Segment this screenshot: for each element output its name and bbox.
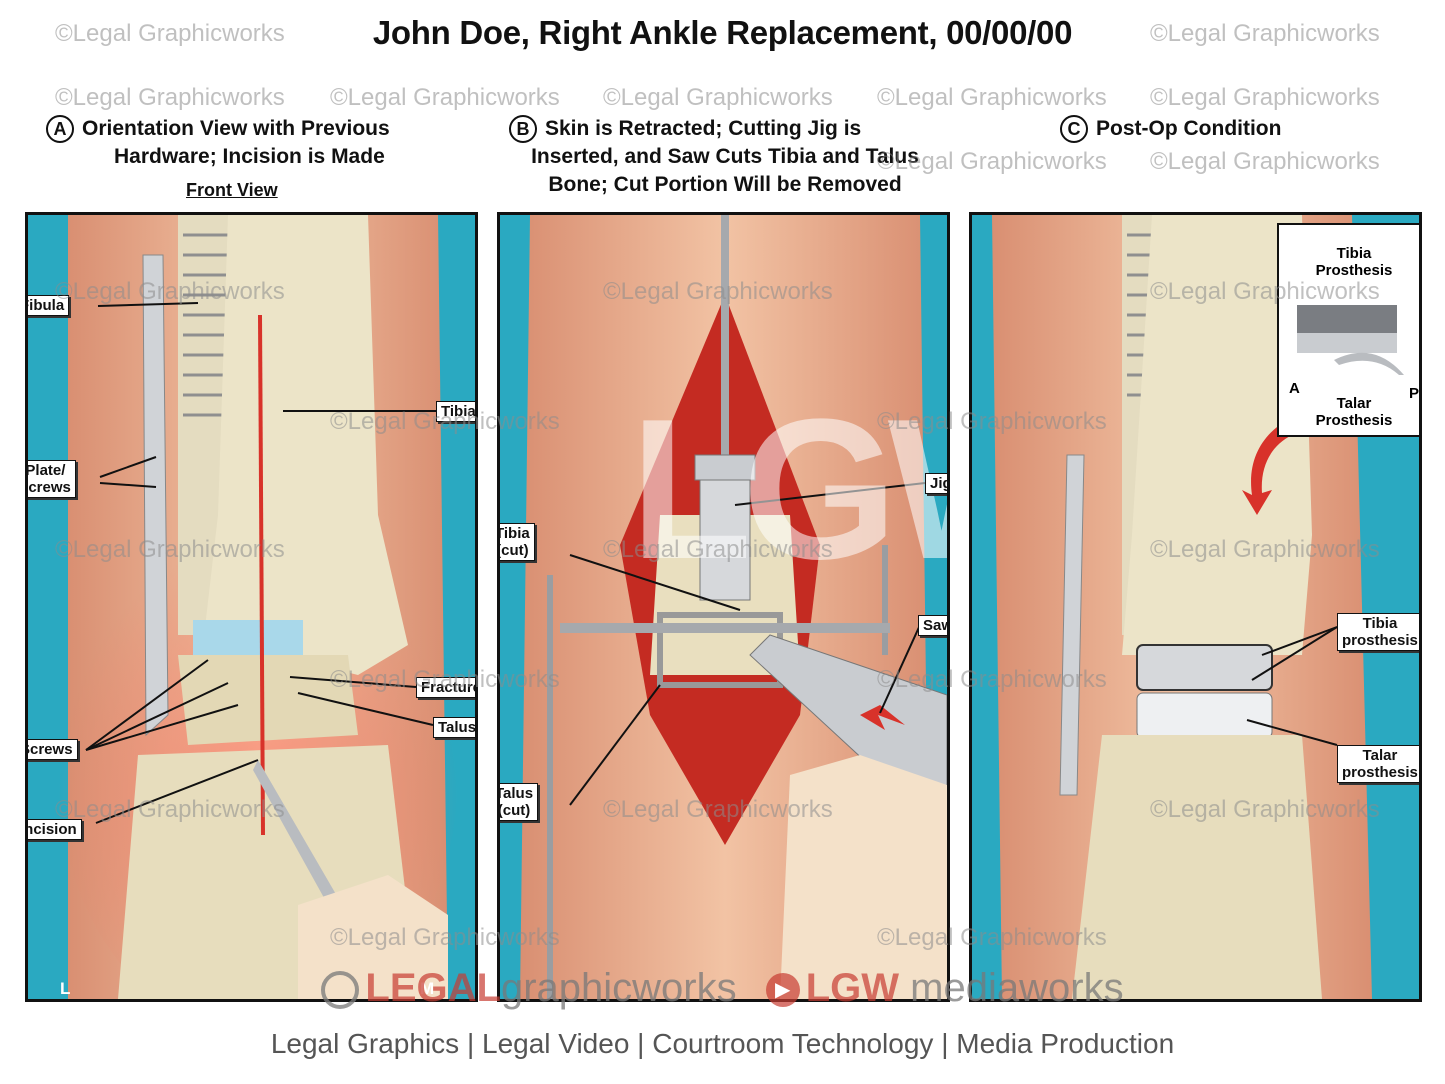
footer-brand-mediaworks: mediaworks bbox=[910, 966, 1124, 1010]
label-saw: Saw bbox=[918, 615, 947, 636]
label-tibia-cut: Tibia (cut) bbox=[497, 523, 535, 561]
watermark: ©Legal Graphicworks bbox=[1150, 148, 1380, 175]
label-tibia-prosthesis-line2: prosthesis bbox=[1342, 632, 1418, 649]
footer-brand-graphicworks: graphicworks bbox=[500, 966, 737, 1010]
panel-a-letter: A bbox=[46, 115, 74, 144]
label-talus-cut-line2: (cut) bbox=[497, 802, 531, 819]
panel-b-heading-line1: Skin is Retracted; Cutting Jig is bbox=[545, 117, 862, 140]
inset-talar-label-line2: Prosthesis bbox=[1315, 412, 1393, 429]
label-talar-prosthesis-line2: prosthesis bbox=[1342, 764, 1418, 781]
panel-b-heading-line2: Inserted, and Saw Cuts Tibia and Talus bbox=[531, 145, 919, 169]
inset-talar-label: Talar Prosthesis bbox=[1279, 395, 1419, 429]
panel-a-illustration: Fibula Tibia Plate/ screws Fracture Talu… bbox=[25, 212, 478, 1002]
panel-a-subheading: Front View bbox=[186, 180, 278, 200]
panel-b-heading-line3: Bone; Cut Portion Will be Removed bbox=[548, 173, 902, 197]
panel-a-heading: A Orientation View with Previous Hardware… bbox=[46, 115, 466, 171]
panel-b-heading: B Skin is Retracted; Cutting Jig is Inser… bbox=[505, 115, 945, 199]
label-talus-cut: Talus (cut) bbox=[497, 783, 539, 821]
fibula-plate bbox=[1059, 454, 1085, 796]
inset-posterior-label: P bbox=[1409, 385, 1420, 402]
inset-poly-insert bbox=[1297, 333, 1397, 353]
label-talar-prosthesis-line1: Talar bbox=[1362, 747, 1398, 764]
tibia-prosthesis bbox=[1136, 644, 1273, 691]
inset-anterior-label: A bbox=[1289, 380, 1300, 397]
label-plate-screws-line2: screws bbox=[25, 479, 71, 496]
footer-brand-lgw: LGW bbox=[805, 966, 900, 1010]
panel-a-leader-lines bbox=[85, 302, 436, 824]
label-fibula: Fibula bbox=[28, 295, 70, 316]
panel-a-heading-line2: Hardware; Incision is Made bbox=[114, 145, 385, 169]
label-tibia-prosthesis-line1: Tibia bbox=[1362, 615, 1398, 632]
label-jig: Jig bbox=[925, 473, 947, 494]
retractor-bar bbox=[560, 623, 890, 633]
panel-c-letter: C bbox=[1060, 115, 1088, 144]
label-plate-screws-line1: Plate/ bbox=[25, 462, 66, 479]
label-screws: Screws bbox=[28, 739, 78, 760]
inset-tibia-label-line1: Tibia bbox=[1336, 245, 1372, 262]
footer-tagline: Legal Graphics | Legal Video | Courtroom… bbox=[270, 1028, 1175, 1059]
talus-bone bbox=[178, 655, 358, 745]
inset-drawing bbox=[1297, 305, 1404, 375]
watermark: ©Legal Graphicworks bbox=[877, 84, 1107, 111]
panel-b-drawing bbox=[500, 215, 947, 999]
panel-c-leader-lines bbox=[1246, 626, 1338, 746]
panel-c-heading: C Post-Op Condition bbox=[1060, 115, 1282, 144]
footer-brand-legal: LEGAL bbox=[365, 966, 501, 1010]
inset-talar-dome bbox=[1334, 352, 1404, 375]
rotation-arrow bbox=[1242, 420, 1292, 515]
gloved-hand bbox=[298, 875, 448, 999]
panel-c-illustration: Tibia Prosthesis A P Talar Prosthesis Ti… bbox=[969, 212, 1422, 1002]
label-incision: Incision bbox=[28, 819, 82, 840]
ankle-joint-space bbox=[193, 620, 303, 660]
label-plate-screws: Plate/ screws bbox=[25, 460, 76, 498]
label-tibia-prosthesis: Tibia prosthesis bbox=[1337, 613, 1419, 651]
scalpel bbox=[253, 760, 348, 923]
foot-bones bbox=[1072, 735, 1322, 999]
watermark: ©Legal Graphicworks bbox=[55, 84, 285, 111]
gloved-hand bbox=[780, 755, 947, 999]
jig-head bbox=[694, 454, 756, 481]
label-tibia-cut-line1: Tibia bbox=[497, 525, 530, 542]
watermark: ©Legal Graphicworks bbox=[603, 84, 833, 111]
panel-b-illustration: LGW Jig Tibia (cut) Saw Talus (cut) bbox=[497, 212, 950, 1002]
prosthesis-inset: Tibia Prosthesis A P Talar Prosthesis bbox=[1277, 223, 1420, 437]
panel-a-drawing bbox=[28, 215, 475, 999]
corner-label-right: M bbox=[420, 979, 435, 998]
label-talar-prosthesis: Talar prosthesis bbox=[1337, 745, 1419, 783]
label-fracture: Fracture bbox=[416, 677, 475, 698]
magnifier-icon bbox=[321, 971, 360, 1010]
panel-b-letter: B bbox=[509, 115, 537, 144]
inset-tibia-label-line2: Prosthesis bbox=[1315, 262, 1393, 279]
label-talus: Talus bbox=[433, 717, 475, 738]
watermark: ©Legal Graphicworks bbox=[330, 84, 560, 111]
label-tibia: Tibia bbox=[436, 401, 475, 422]
inset-talar-label-line1: Talar bbox=[1336, 395, 1372, 412]
cutting-jig bbox=[699, 479, 751, 601]
panel-a-heading-line1: Orientation View with Previous bbox=[82, 117, 390, 140]
saw-direction-arrow bbox=[860, 705, 905, 730]
play-icon: ▶ bbox=[765, 973, 800, 1008]
corner-label-left: L bbox=[60, 979, 71, 998]
tibia-bone bbox=[203, 215, 408, 675]
panel-b-leader-lines bbox=[569, 482, 926, 806]
inset-tibia-label: Tibia Prosthesis bbox=[1279, 245, 1419, 279]
jig-rod bbox=[721, 215, 729, 455]
incision-line bbox=[258, 314, 265, 836]
label-tibia-cut-line2: (cut) bbox=[497, 542, 529, 559]
page-title: John Doe, Right Ankle Replacement, 00/00… bbox=[372, 14, 1073, 51]
watermark: ©Legal Graphicworks bbox=[1150, 84, 1380, 111]
inset-tibia-tray bbox=[1297, 305, 1397, 335]
label-talus-cut-line1: Talus bbox=[497, 785, 534, 802]
big-watermark: LGW bbox=[630, 378, 947, 601]
fibula-plate bbox=[142, 254, 169, 737]
panel-c-heading-text: Post-Op Condition bbox=[1096, 117, 1282, 140]
tibia-bone bbox=[1122, 215, 1312, 655]
talar-prosthesis bbox=[1136, 692, 1273, 739]
footer-brand: LEGALgraphicworks ▶LGW mediaworks bbox=[0, 966, 1445, 1011]
